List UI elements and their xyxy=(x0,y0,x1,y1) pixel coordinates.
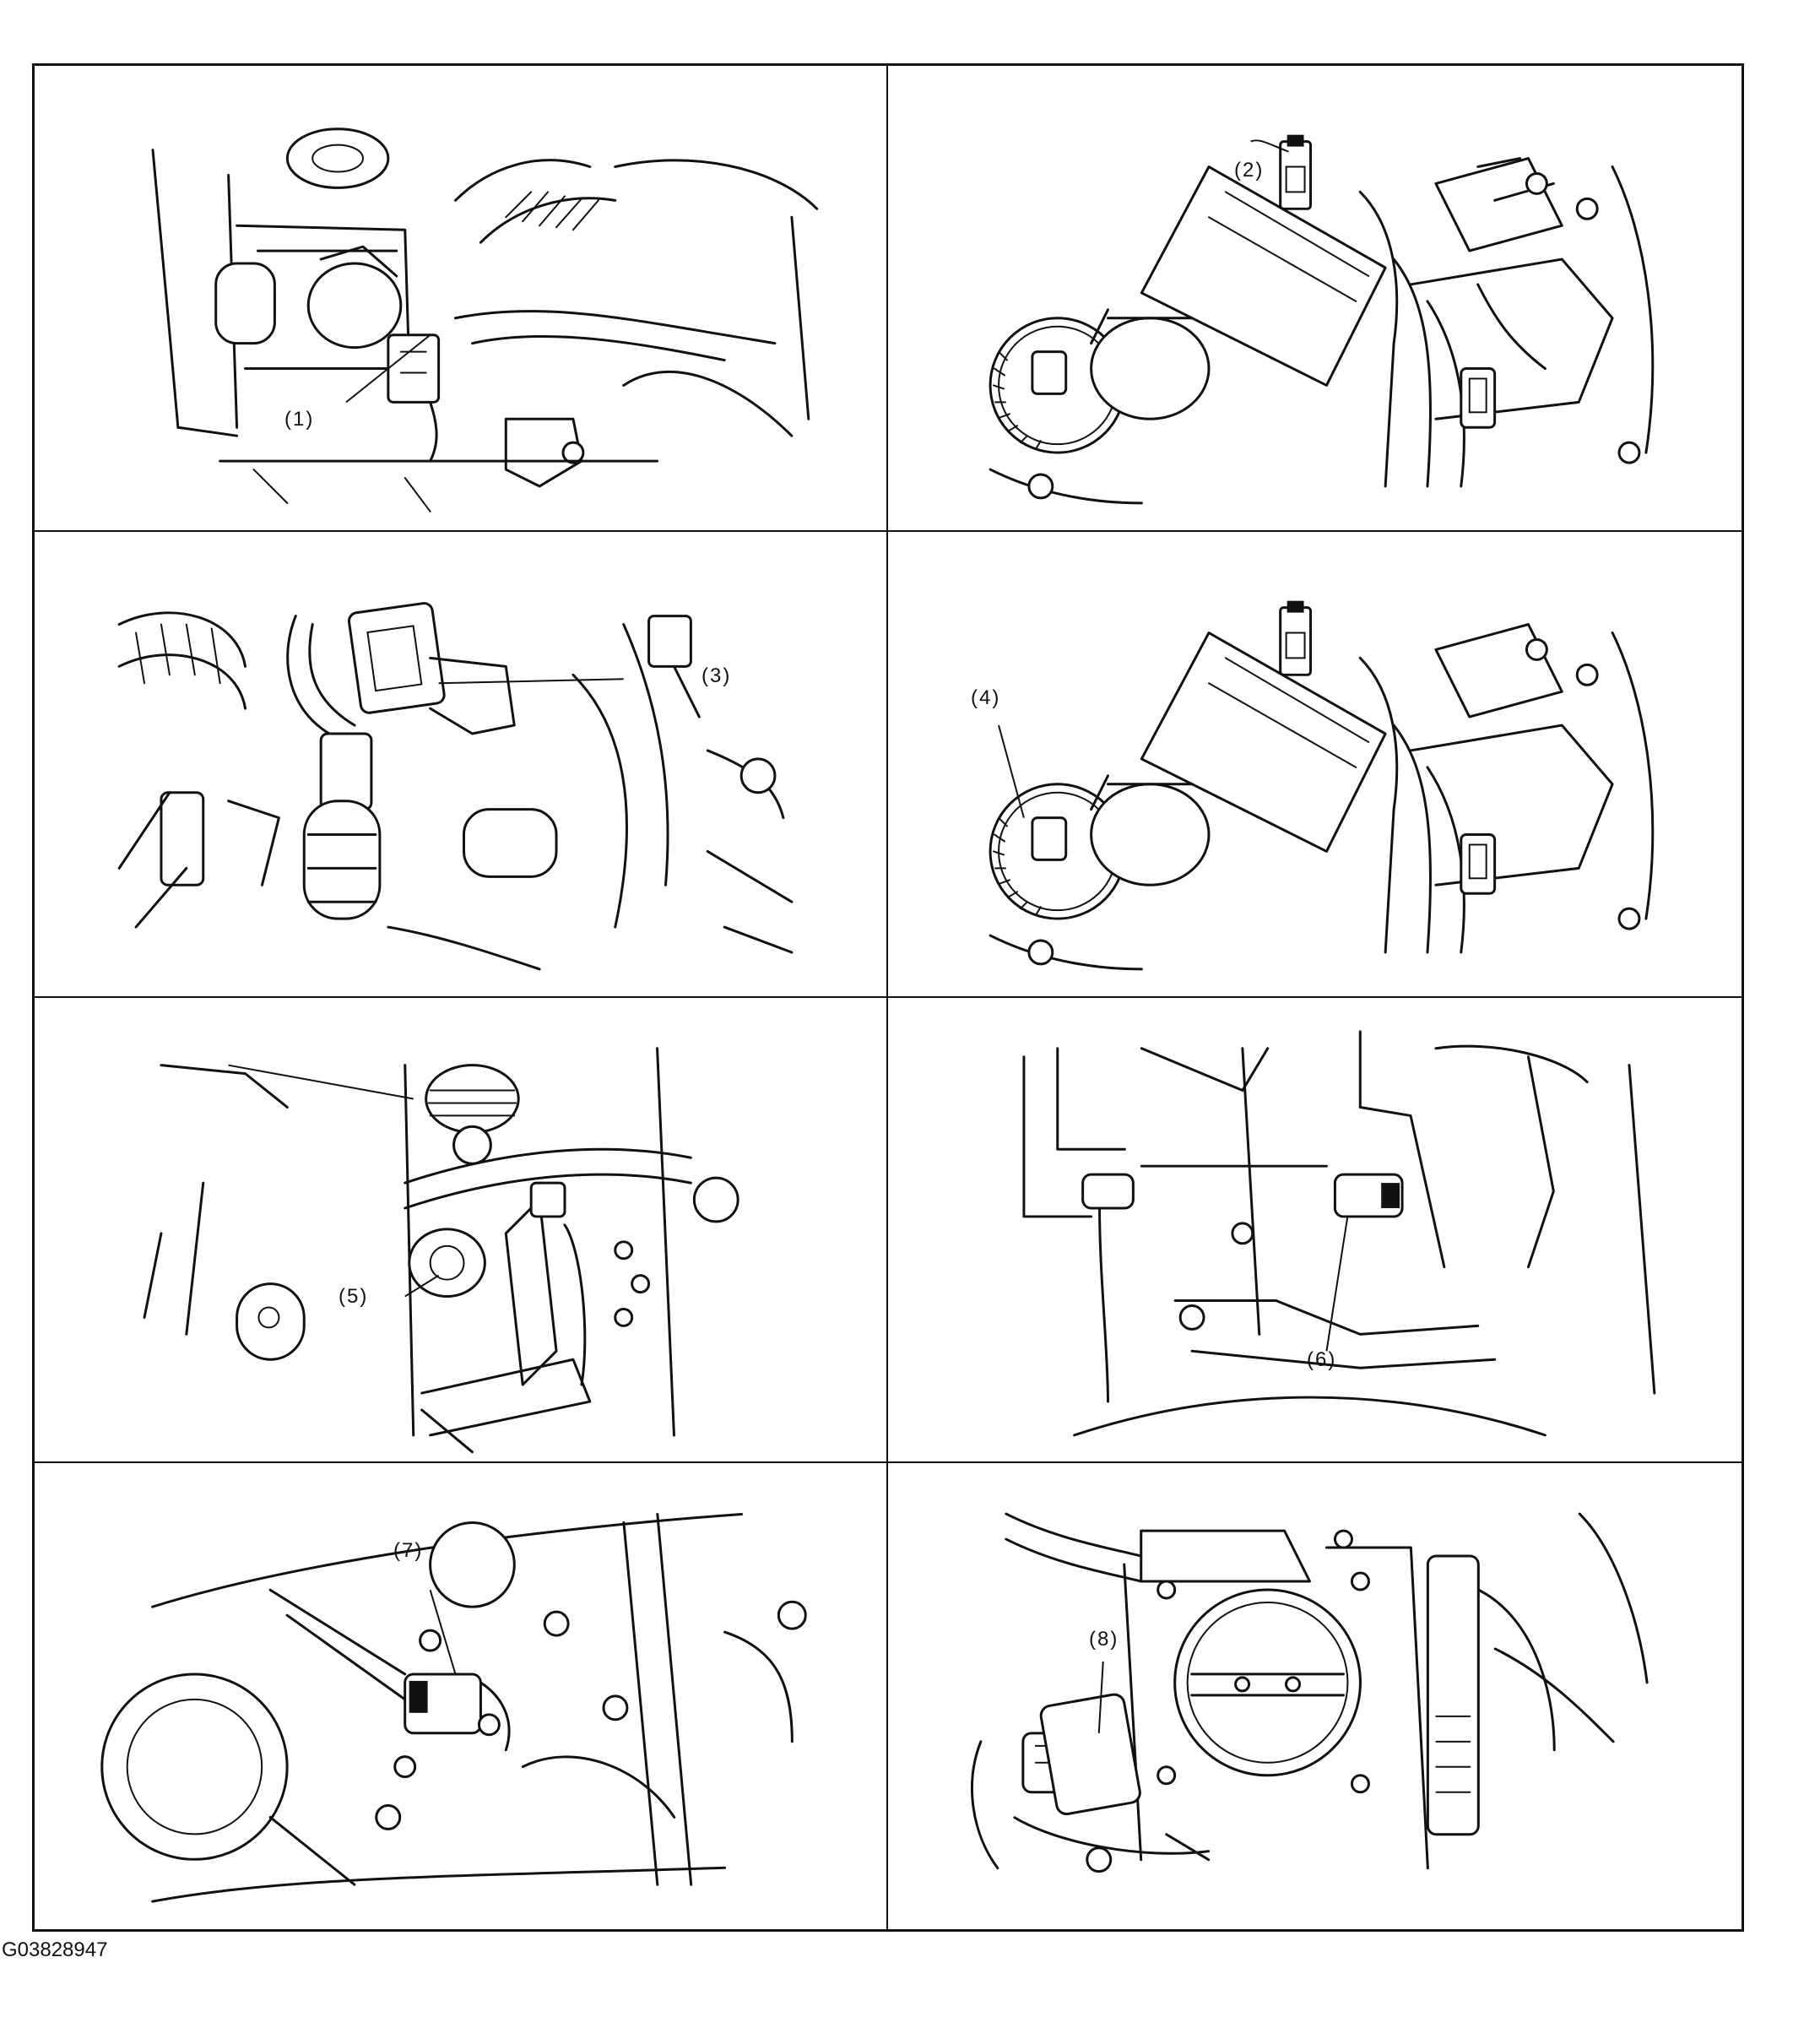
panel-8: (8) xyxy=(888,1463,1742,1929)
callout-1: (1) xyxy=(284,408,315,431)
panel-2-illustration xyxy=(989,134,1655,505)
callout-5: (5) xyxy=(339,1284,369,1308)
panel-5-illustration xyxy=(143,1046,739,1453)
callout-6: (6) xyxy=(1307,1347,1337,1371)
panel-1-illustration xyxy=(151,127,819,512)
panel-7-illustration xyxy=(100,1513,807,1903)
callout-3: (3) xyxy=(701,664,732,687)
panel-2: (2) xyxy=(888,66,1742,532)
panel-1: (1) xyxy=(35,66,888,532)
callout-4: (4) xyxy=(971,686,1001,709)
figure-id: G03828947 xyxy=(2,1938,108,1961)
panel-3: (3) xyxy=(35,531,888,998)
diagram-frame: (1) xyxy=(32,63,1744,1932)
panel-7: (7) xyxy=(35,1463,888,1929)
panel-4: (4) xyxy=(888,532,1742,998)
callout-2: (2) xyxy=(1234,159,1265,182)
panel-3-illustration xyxy=(117,601,794,971)
panel-6-illustration xyxy=(1022,1029,1656,1436)
callout-8: (8) xyxy=(1089,1628,1119,1651)
panel-6: (6) xyxy=(888,998,1742,1464)
panel-8-illustration xyxy=(971,1512,1649,1873)
panel-5: (5) xyxy=(35,997,888,1464)
panel-grid: (1) xyxy=(35,66,1742,1929)
callout-7: (7) xyxy=(393,1539,424,1563)
panel-4-illustration xyxy=(989,600,1655,971)
